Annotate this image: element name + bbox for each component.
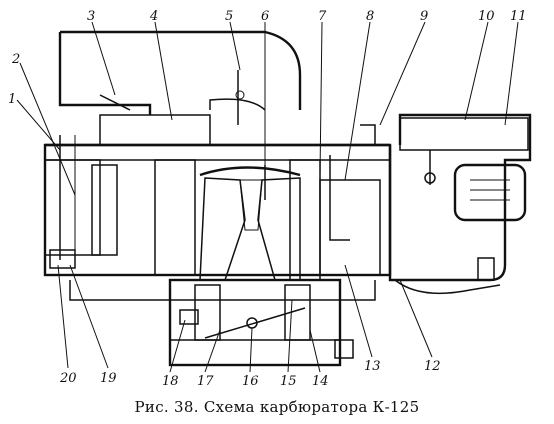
float-chamber xyxy=(388,113,532,282)
callout-2: 2 xyxy=(11,52,20,67)
throttle-body xyxy=(168,278,354,367)
choke-mechanism xyxy=(44,135,118,269)
callout-14: 14 xyxy=(312,374,329,389)
callout-13: 13 xyxy=(364,359,381,374)
venturi xyxy=(199,165,301,281)
callout-4: 4 xyxy=(149,9,158,24)
callout-18: 18 xyxy=(162,374,179,389)
callout-11: 11 xyxy=(510,9,527,24)
callout-9: 9 xyxy=(420,9,428,24)
callout-6: 6 xyxy=(261,9,269,24)
figure-caption: Рис. 38. Схема карбюратора К-125 xyxy=(134,398,420,416)
callout-7: 7 xyxy=(318,9,327,24)
callout-labels: 1 2 3 4 5 6 7 8 9 10 11 12 13 14 15 16 1… xyxy=(8,9,527,389)
callout-20: 20 xyxy=(59,371,77,386)
callout-10: 10 xyxy=(478,9,495,24)
callout-15: 15 xyxy=(280,374,297,389)
callout-12: 12 xyxy=(424,359,441,374)
callout-8: 8 xyxy=(366,9,374,24)
air-intake-pipe xyxy=(58,30,302,125)
callout-1: 1 xyxy=(8,92,16,107)
callout-17: 17 xyxy=(197,374,214,389)
leader-lines xyxy=(16,21,519,373)
callout-16: 16 xyxy=(242,374,259,389)
callout-19: 19 xyxy=(100,371,117,386)
callout-3: 3 xyxy=(87,9,95,24)
callout-5: 5 xyxy=(225,9,233,24)
fuel-channels xyxy=(69,124,501,301)
carburetor-body xyxy=(43,94,392,281)
